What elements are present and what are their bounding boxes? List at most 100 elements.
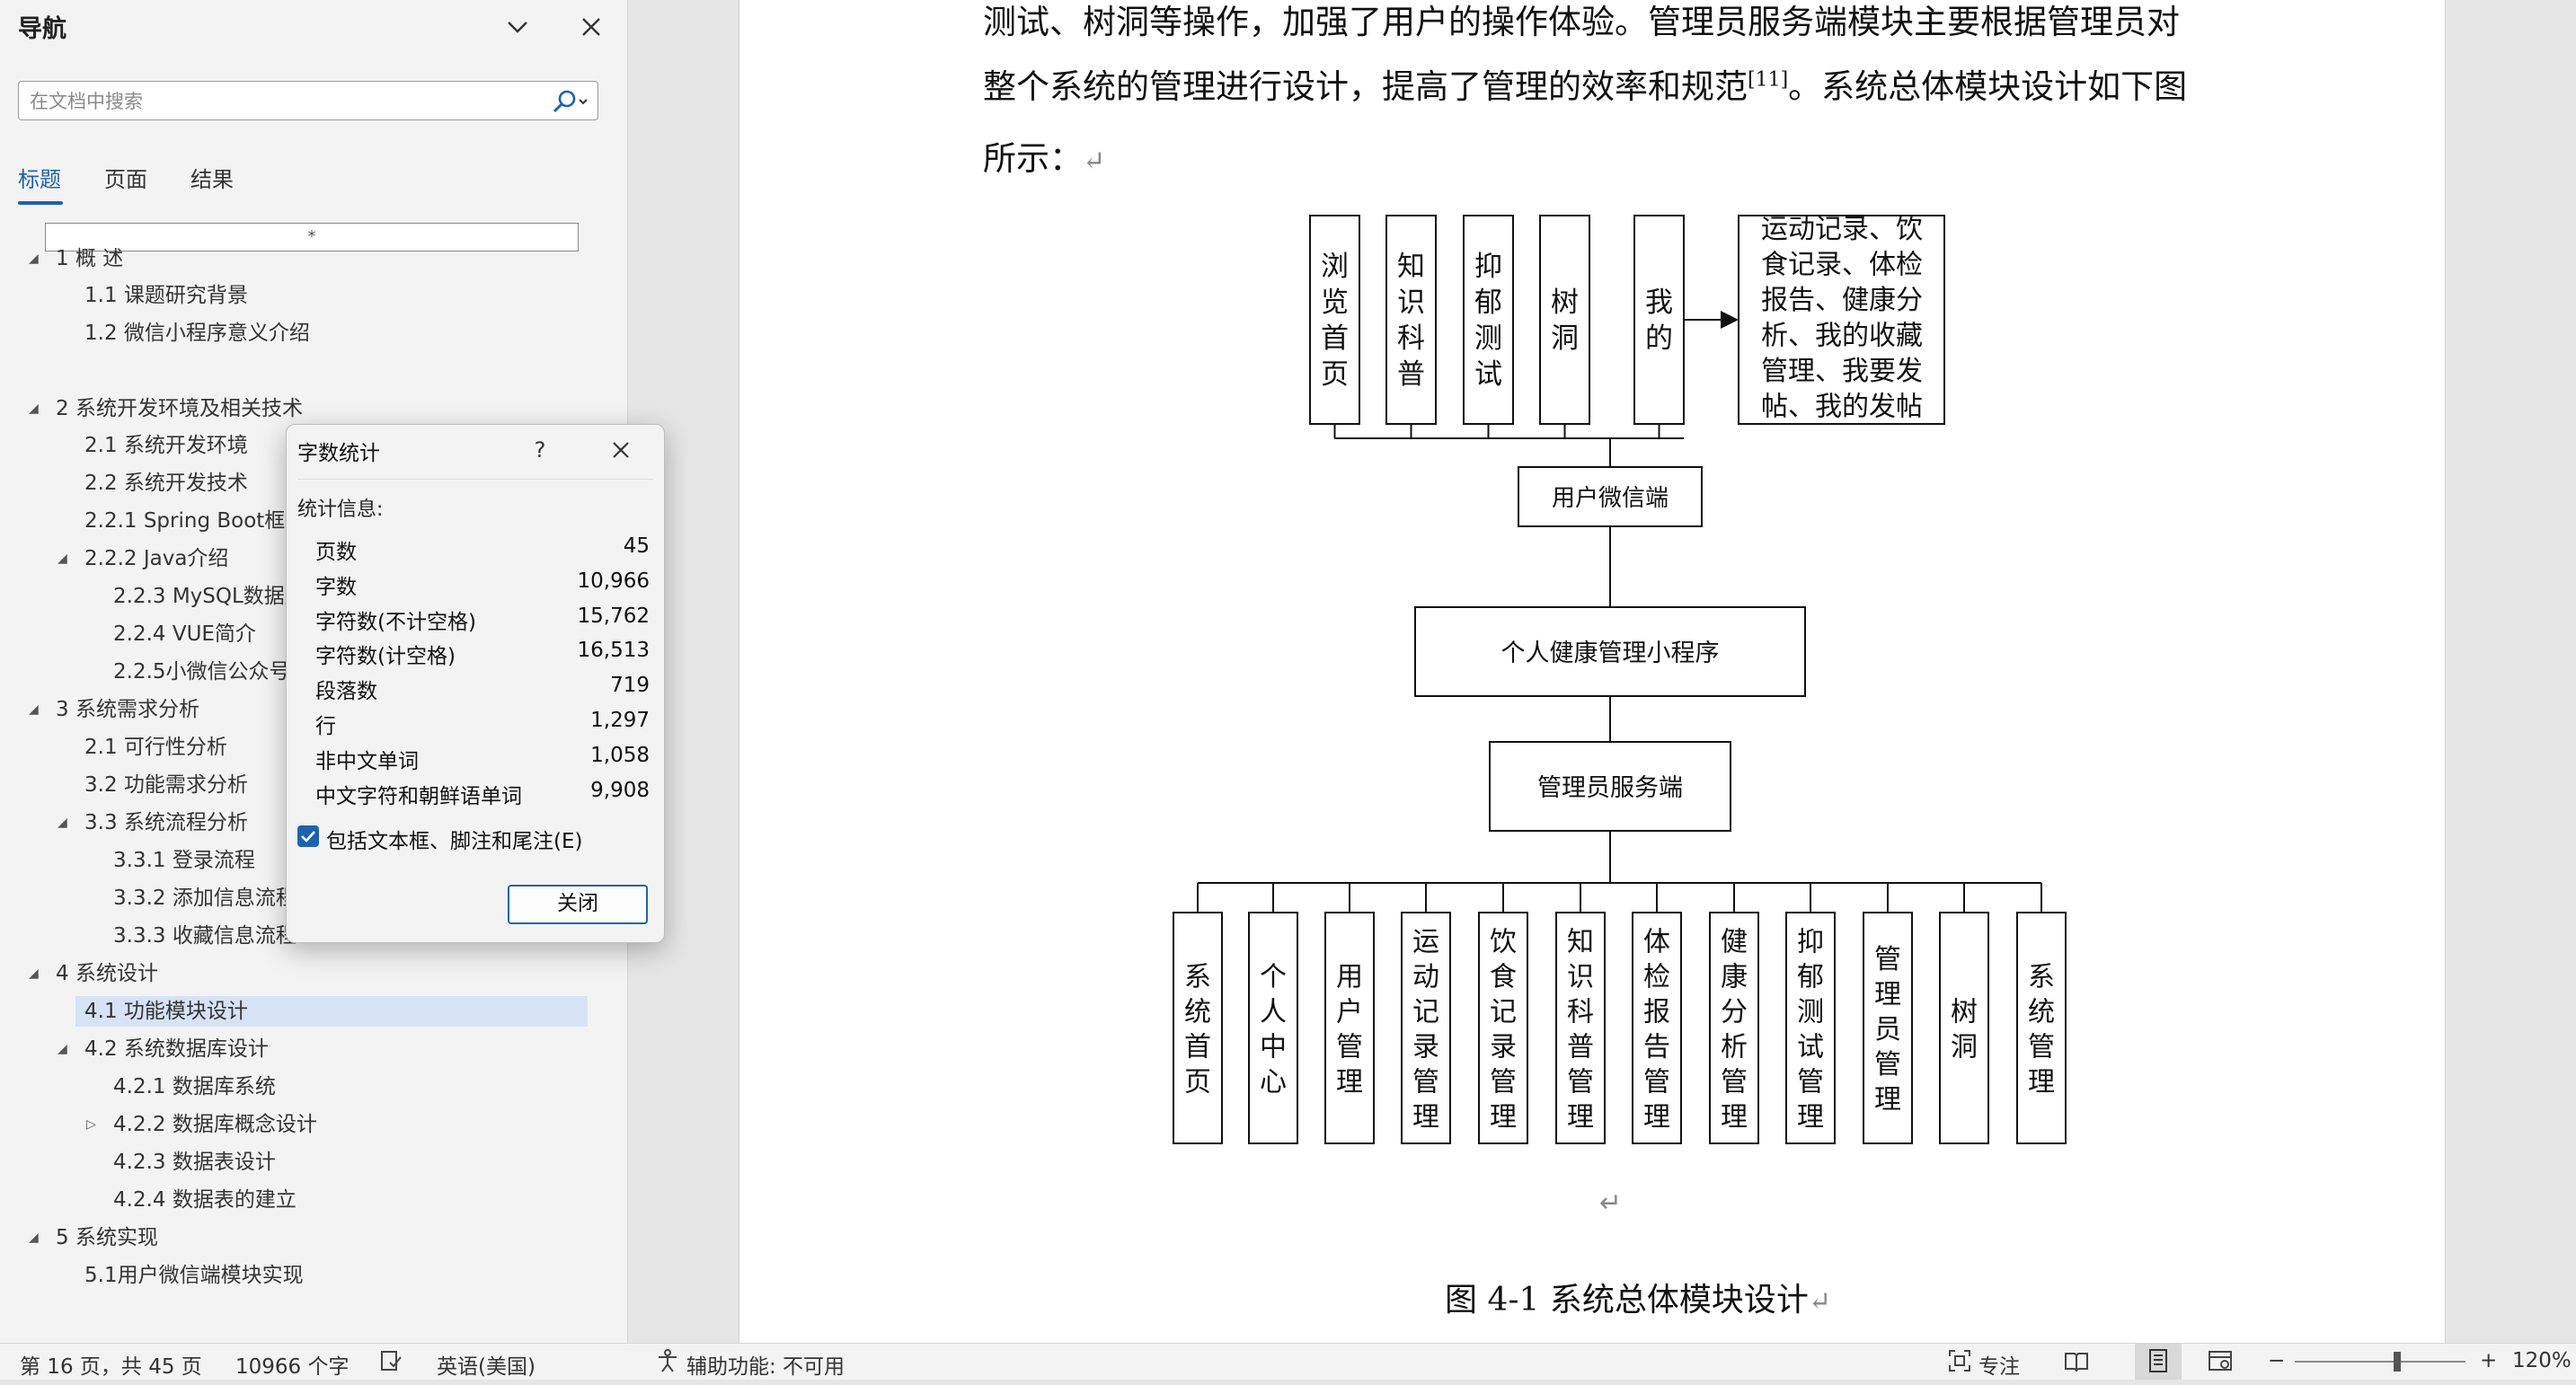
collapse-caret-icon[interactable]: ◢ — [58, 551, 67, 566]
language[interactable]: 英语(美国) — [437, 1355, 536, 1379]
nav-heading-label: 1 概 述 — [56, 247, 124, 270]
nav-heading-item[interactable]: 4.1 功能模块设计 — [75, 996, 588, 1027]
nav-heading-label: 1.2 微信小程序意义介绍 — [84, 322, 310, 345]
nav-heading-item[interactable]: 2.2.1 Spring Boot框架 — [84, 506, 305, 536]
nav-heading-item[interactable]: 2.2.2 Java介绍 — [84, 543, 228, 574]
paragraph-mark: ↵ — [1599, 1187, 1623, 1219]
nav-heading-label: 5.1用户微信端模块实现 — [84, 1264, 304, 1287]
bottom-module-box — [1324, 912, 1375, 1144]
nav-heading-item[interactable]: 2.2.4 VUE简介 — [113, 619, 256, 649]
citation-ref: [11] — [1748, 68, 1789, 92]
dialog-close-icon[interactable] — [603, 432, 639, 468]
nav-heading-item[interactable]: 4.2.2 数据库概念设计 — [113, 1109, 317, 1140]
nav-heading-item[interactable]: 1.2 微信小程序意义介绍 — [84, 318, 310, 348]
collapse-caret-icon[interactable]: ◢ — [29, 401, 39, 416]
search-icon[interactable] — [545, 87, 592, 116]
nav-heading-item[interactable]: 4.2 系统数据库设计 — [84, 1034, 269, 1064]
nav-heading-item[interactable]: 1 概 述 — [56, 243, 123, 274]
zoom-level[interactable]: 120% — [2512, 1349, 2572, 1372]
nav-heading-item[interactable]: 2.1 可行性分析 — [84, 732, 227, 763]
zoom-slider-track[interactable] — [2295, 1361, 2465, 1363]
zoom-in-button[interactable]: + — [2480, 1349, 2498, 1372]
close-icon[interactable] — [575, 11, 607, 43]
tab-headings[interactable]: 标题 — [18, 167, 61, 192]
nav-heading-label: 4.2.2 数据库概念设计 — [113, 1113, 317, 1136]
focus-label[interactable]: 专注 — [1978, 1355, 2020, 1379]
nav-heading-item[interactable]: 2.2 系统开发技术 — [84, 468, 248, 498]
nav-heading-label: 3.3.1 登录流程 — [113, 849, 255, 872]
nav-heading-item[interactable]: 3.3.1 登录流程 — [113, 845, 255, 876]
nav-heading-item[interactable]: 4 系统设计 — [56, 958, 158, 989]
admin-client-box — [1489, 741, 1731, 832]
nav-heading-item[interactable]: 3.3 系统流程分析 — [84, 807, 248, 838]
search-input[interactable] — [28, 87, 544, 116]
collapse-caret-icon[interactable]: ◢ — [29, 966, 39, 981]
close-button[interactable]: 关闭 — [508, 885, 648, 924]
search-box — [18, 81, 598, 120]
bottom-module-label: 体检报告管理 — [1643, 927, 1670, 1134]
help-button[interactable]: ? — [534, 437, 546, 463]
heading-placeholder[interactable]: * — [45, 223, 579, 251]
nav-heading-item[interactable]: 5.1用户微信端模块实现 — [84, 1260, 304, 1291]
tab-results[interactable]: 结果 — [190, 167, 234, 192]
tab-pages[interactable]: 页面 — [104, 167, 147, 192]
web-layout-icon[interactable] — [2207, 1347, 2234, 1374]
proofing-icon[interactable] — [377, 1347, 404, 1374]
stat-label: 段落数 — [315, 680, 377, 704]
nav-title: 导航 — [18, 15, 66, 43]
my-detail-line: 帖、我的发帖 — [1761, 392, 1923, 423]
top-module-label: 抑郁测试 — [1474, 251, 1502, 391]
expand-caret-icon[interactable]: ▷ — [86, 1117, 96, 1132]
zoom-slider-thumb[interactable] — [2394, 1352, 2401, 1372]
admin-client-label: 管理员服务端 — [1537, 774, 1683, 802]
include-textboxes-checkbox[interactable] — [297, 825, 319, 847]
my-detail-line: 析、我的收藏 — [1761, 321, 1923, 352]
nav-heading-item[interactable]: 4.2.1 数据库系统 — [113, 1072, 276, 1102]
stat-label: 页数 — [315, 541, 357, 564]
status-bar: 第 16 页，共 45 页 10966 个字 英语(美国) 辅助功能: 不可用 … — [0, 1343, 2576, 1380]
nav-heading-item[interactable]: 3.3.3 收藏信息流程 — [113, 921, 297, 951]
nav-heading-item[interactable]: 4.2.4 数据表的建立 — [113, 1185, 297, 1215]
nav-heading-item[interactable]: 3.3.2 添加信息流程 — [113, 883, 297, 913]
nav-heading-item[interactable]: 4.2.3 数据表设计 — [113, 1147, 276, 1178]
nav-heading-item[interactable]: 5 系统实现 — [56, 1222, 158, 1253]
accessibility-icon[interactable] — [654, 1347, 681, 1374]
nav-heading-label: 4.2 系统数据库设计 — [84, 1037, 269, 1061]
chevron-down-icon[interactable] — [501, 11, 534, 43]
top-module-box — [1309, 215, 1360, 425]
stat-row: 非中文单词 1,058 — [315, 744, 650, 776]
word-count[interactable]: 10966 个字 — [235, 1355, 350, 1379]
nav-heading-label: 2.1 可行性分析 — [84, 736, 227, 759]
arrow-head — [1721, 311, 1739, 329]
nav-heading-item[interactable]: 2.2.5小微信公众号 — [113, 657, 290, 687]
stat-value: 16,513 — [577, 639, 650, 663]
focus-icon[interactable] — [1946, 1347, 1973, 1374]
nav-heading-item[interactable]: 3 系统需求分析 — [56, 694, 199, 725]
collapse-caret-icon[interactable]: ◢ — [58, 816, 67, 830]
bottom-module-label: 健康分析管理 — [1721, 927, 1748, 1134]
print-layout-icon[interactable] — [2135, 1344, 2182, 1380]
collapse-caret-icon[interactable]: ◢ — [29, 702, 39, 717]
body-line-1: 测试、树洞等操作，加强了用户的操作体验。管理员服务端模块主要根据管理员对 — [983, 3, 2180, 41]
page-count[interactable]: 第 16 页，共 45 页 — [20, 1355, 202, 1379]
collapse-caret-icon[interactable]: ◢ — [29, 1231, 39, 1245]
nav-heading-label: 4.1 功能模块设计 — [84, 1000, 248, 1023]
nav-heading-item[interactable]: 2 系统开发环境及相关技术 — [56, 393, 303, 424]
nav-heading-item[interactable]: 2.1 系统开发环境 — [84, 430, 248, 461]
read-mode-icon[interactable] — [2063, 1347, 2090, 1374]
nav-heading-item[interactable]: 3.2 功能需求分析 — [84, 770, 248, 800]
nav-heading-item[interactable]: 2.2.3 MySQL数据库 — [113, 581, 305, 612]
collapse-caret-icon[interactable]: ◢ — [29, 251, 39, 266]
checkbox-label[interactable]: 包括文本框、脚注和尾注(E) — [326, 830, 583, 853]
accessibility-status[interactable]: 辅助功能: 不可用 — [686, 1355, 845, 1379]
stat-value: 1,058 — [590, 743, 650, 767]
stat-label: 非中文单词 — [315, 749, 419, 773]
bottom-module-label: 管理员管理 — [1874, 944, 1901, 1116]
zoom-out-button[interactable]: − — [2268, 1349, 2286, 1372]
nav-heading-item[interactable]: 1.1 课题研究背景 — [84, 280, 248, 311]
collapse-caret-icon[interactable]: ◢ — [58, 1042, 67, 1056]
